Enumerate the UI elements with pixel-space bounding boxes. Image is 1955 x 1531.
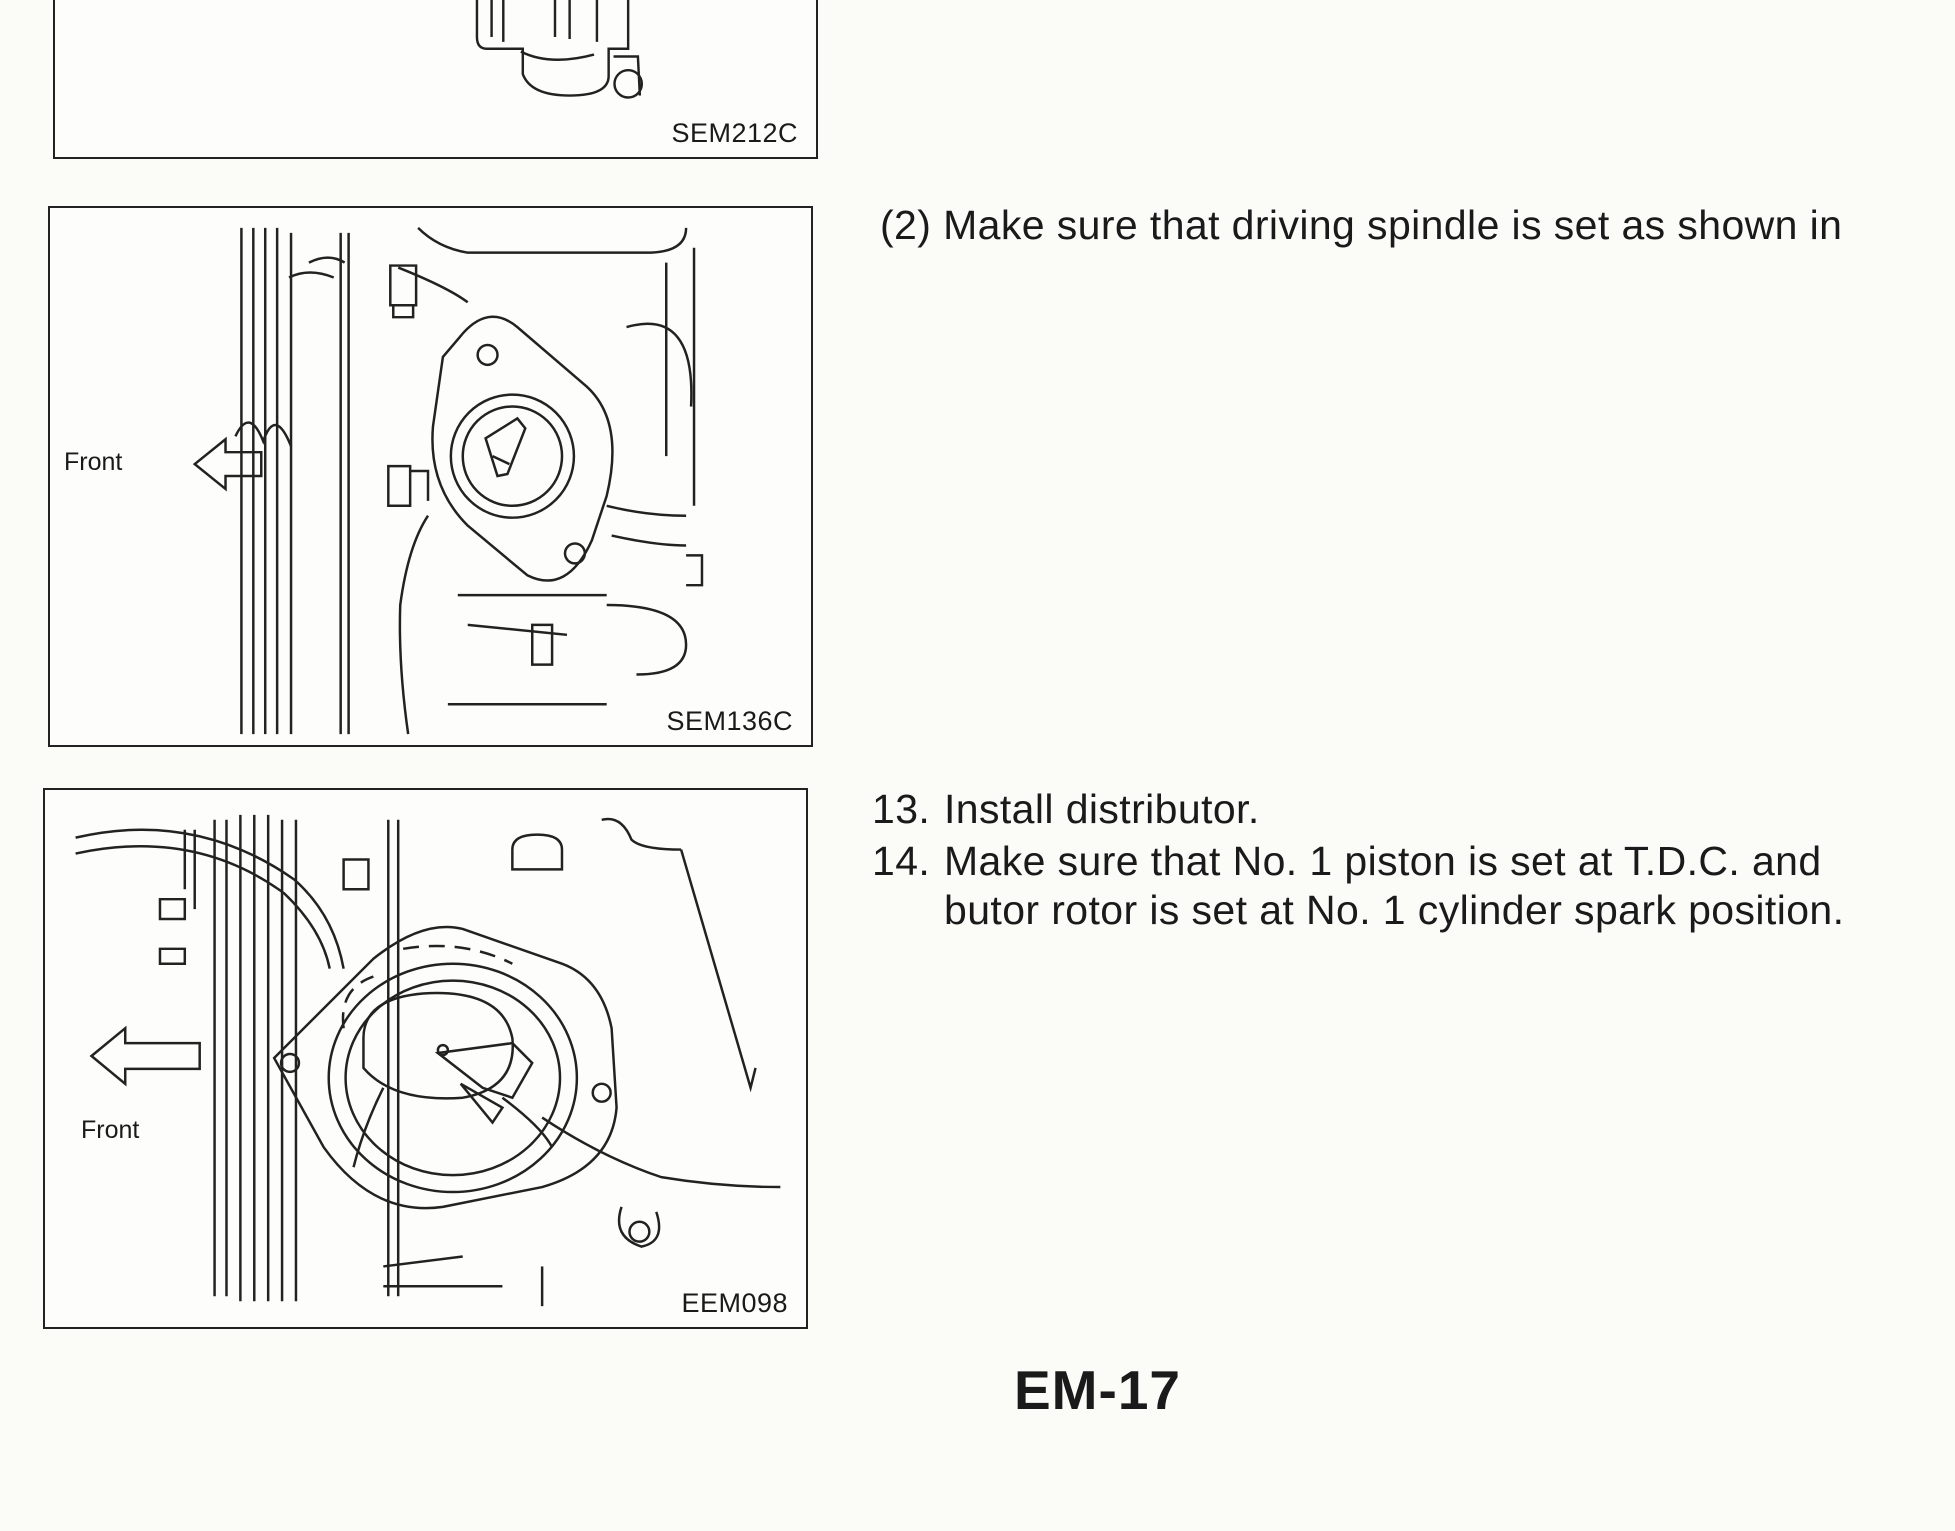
- substep-2-text: (2) Make sure that driving spindle is se…: [880, 202, 1843, 248]
- step-14-continuation: butor rotor is set at No. 1 cylinder spa…: [944, 887, 1845, 933]
- front-label: Front: [64, 448, 123, 476]
- figure-eem098: Front EEM098: [43, 788, 808, 1329]
- front-label: Front: [81, 1116, 140, 1144]
- step-13-number: 13.: [872, 786, 931, 832]
- step-14-number: 14.: [872, 838, 931, 884]
- page-number: EM-17: [1014, 1359, 1181, 1421]
- figure-code: SEM136C: [662, 706, 797, 737]
- step-13: 13. Install distributor.: [872, 786, 1260, 833]
- step-14: 14. Make sure that No. 1 piston is set at…: [872, 838, 1822, 885]
- figure-sem212c: SEM212C: [53, 0, 818, 159]
- step-14-line1: Make sure that No. 1 piston is set at T.…: [944, 838, 1822, 884]
- step-13-text: Install distributor.: [944, 786, 1260, 832]
- figure-code: SEM212C: [667, 118, 802, 149]
- figure-drawing: [75, 814, 781, 1307]
- figure-drawing: [475, 0, 644, 99]
- figure-sem136c: Front SEM136C: [48, 206, 813, 747]
- figure-code: EEM098: [677, 1288, 792, 1319]
- figure-drawing: [192, 226, 704, 735]
